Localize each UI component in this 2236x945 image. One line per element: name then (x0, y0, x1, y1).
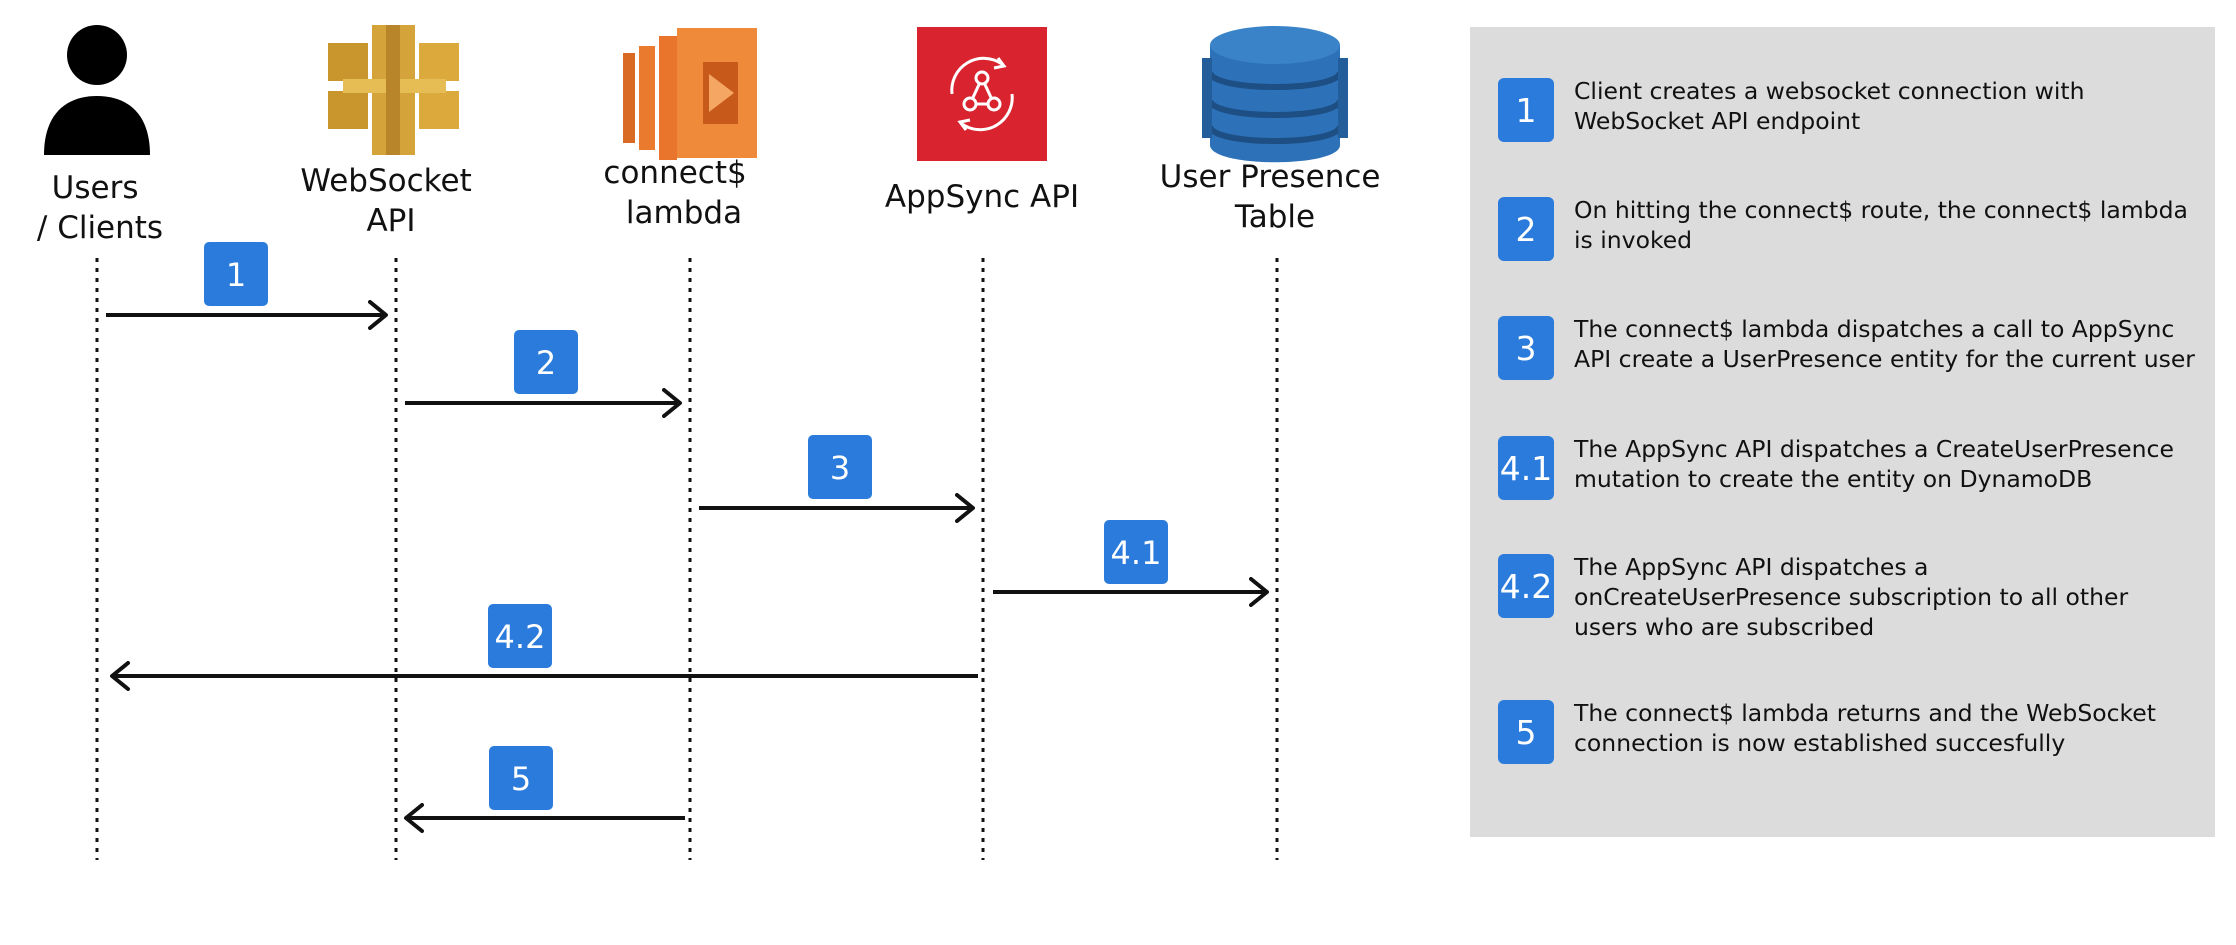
step-badge-4-1: 4.1 (1104, 520, 1168, 584)
appsync-icon (917, 27, 1047, 161)
actor-label-lambda: connect$ lambda (603, 155, 756, 231)
step-badge-4-1-text: 4.1 (1111, 534, 1162, 572)
actor-label-users: Users / Clients (37, 170, 163, 246)
actor-label-websocket-line2: API (366, 203, 415, 239)
legend-badge-2: 2 (1498, 197, 1554, 261)
legend-badge-3: 3 (1498, 316, 1554, 380)
legend-text-5: The connect$ lambda returns and the WebS… (1574, 699, 2156, 757)
actor-label-table-line2: Table (1234, 199, 1315, 235)
step-badge-5-text: 5 (511, 760, 531, 798)
legend-badge-1: 1 (1498, 78, 1554, 142)
dynamodb-icon (1202, 26, 1348, 163)
sequence-diagram: Users / Clients WebSocket API connect$ l… (37, 25, 1391, 860)
actor-label-table: User Presence Table (1160, 159, 1391, 235)
step-badge-2-text: 2 (536, 344, 556, 382)
legend-text-4-1: The AppSync API dispatches a CreateUserP… (1574, 435, 2174, 493)
legend-item-4-1: 4.1 The AppSync API dispatches a CreateU… (1498, 434, 2198, 500)
legend-text-4-2: The AppSync API dispatches a onCreateUse… (1574, 553, 2129, 641)
actor-label-websocket: WebSocket API (300, 163, 481, 239)
step-badge-3-text: 3 (830, 449, 850, 487)
legend-text-2: On hitting the connect$ route, the conne… (1574, 196, 2188, 254)
actor-label-lambda-line2: lambda (626, 195, 742, 231)
actor-label-lambda-line1: connect$ (603, 155, 746, 191)
lambda-icon (623, 28, 757, 160)
step-badge-1: 1 (204, 242, 268, 306)
legend-text-3: The connect$ lambda dispatches a call to… (1574, 315, 2195, 373)
step-badge-5: 5 (489, 746, 553, 810)
actor-label-websocket-line1: WebSocket (300, 163, 471, 199)
legend-item-5: 5 The connect$ lambda returns and the We… (1498, 698, 2198, 764)
legend-badge-4-1: 4.1 (1498, 436, 1554, 500)
actor-label-table-line1: User Presence (1160, 159, 1381, 195)
legend-badge-5: 5 (1498, 700, 1554, 764)
step-badge-4-2-text: 4.2 (495, 618, 546, 656)
actor-label-appsync: AppSync API (885, 179, 1079, 215)
legend-text-1: Client creates a websocket connection wi… (1574, 77, 2085, 135)
actor-label-users-line2: / Clients (37, 210, 163, 246)
legend-item-4-2: 4.2 The AppSync API dispatches a onCreat… (1498, 552, 2198, 642)
actor-label-appsync-line1: AppSync API (885, 179, 1079, 215)
legend-item-3: 3 The connect$ lambda dispatches a call … (1498, 314, 2198, 380)
step-badge-1-text: 1 (226, 256, 246, 294)
actor-label-users-line1: Users (52, 170, 139, 206)
step-badge-4-2: 4.2 (488, 604, 552, 668)
legend-item-1: 1 Client creates a websocket connection … (1498, 76, 2198, 142)
step-badge-2: 2 (514, 330, 578, 394)
user-icon (44, 25, 150, 155)
legend-item-2: 2 On hitting the connect$ route, the con… (1498, 195, 2198, 261)
legend-badge-4-2: 4.2 (1498, 554, 1554, 618)
step-badge-3: 3 (808, 435, 872, 499)
api-gateway-icon (328, 25, 459, 155)
legend-panel: 1 Client creates a websocket connection … (1470, 27, 2215, 837)
